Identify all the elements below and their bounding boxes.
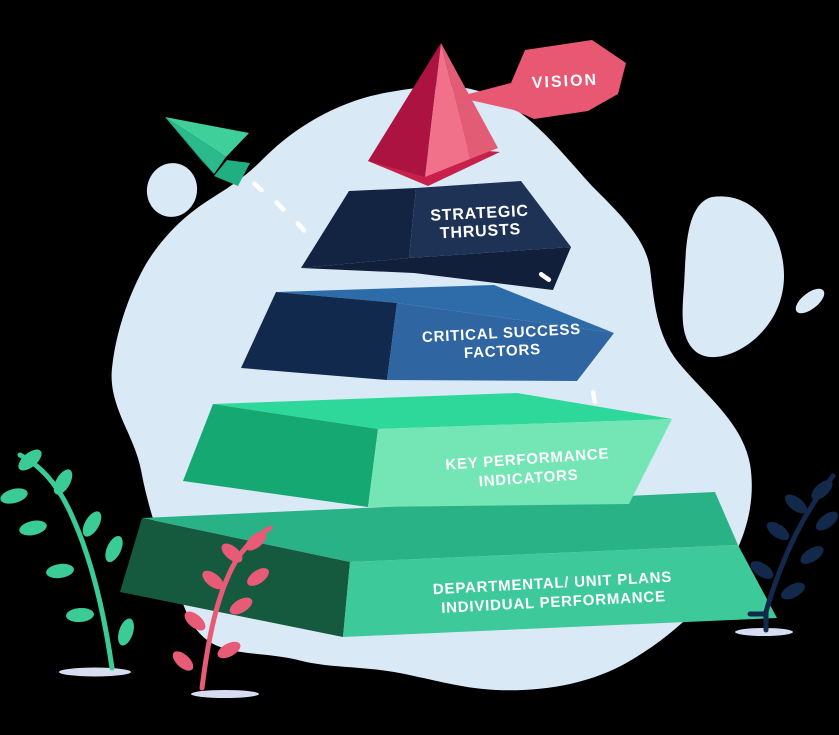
layer-label-csf-line2: FACTORS	[464, 341, 542, 362]
plant-left-green-icon	[0, 449, 134, 671]
tiny-blob-right	[795, 288, 825, 314]
pyramid-cap	[368, 43, 500, 186]
layer3-front-face	[368, 419, 672, 507]
cap-left-face	[368, 43, 441, 177]
layer4-left-face	[120, 518, 350, 637]
cap-right-face	[441, 43, 498, 159]
pyramid-layer-key-performance-indicators: KEY PERFORMANCE INDICATORS	[183, 393, 672, 507]
plane-lower-wing	[214, 160, 250, 186]
ground-line-center	[191, 690, 259, 698]
green-plant-stem	[17, 452, 115, 671]
plane-body	[165, 117, 226, 174]
cap-front-face	[425, 43, 470, 177]
trail-dash	[295, 221, 307, 233]
vision-bubble: VISION	[457, 40, 626, 119]
pyramid-layer-departmental-unit-plans: DEPARTMENTAL/ UNIT PLANS INDIVIDUAL PERF…	[120, 492, 777, 637]
plant-right-navy-icon	[747, 473, 838, 633]
small-blob-left	[146, 163, 198, 217]
layer1-front-face	[409, 181, 571, 258]
vision-bubble-shape	[457, 40, 626, 119]
layer4-top-face	[142, 492, 738, 562]
layer3-top-face	[213, 393, 672, 429]
paper-plane-icon	[165, 117, 250, 186]
layer4-front-face	[343, 545, 777, 637]
layer2-left-face	[241, 292, 397, 380]
trail-dash	[538, 272, 552, 282]
pyramid-layer-critical-success-factors: CRITICAL SUCCESS FACTORS	[241, 285, 614, 381]
plant-center-pink-icon	[172, 525, 273, 691]
plane-top-wing	[165, 117, 249, 157]
vision-label: VISION	[531, 71, 598, 91]
layer3-left-face	[183, 404, 378, 507]
layer1-left-face	[301, 188, 416, 268]
layer2-front-face	[387, 303, 614, 381]
layer1-bottom-face	[301, 247, 571, 290]
layer-label-strategic-line1: STRATEGIC	[430, 203, 529, 225]
trail-dash	[274, 200, 286, 212]
layer2-top-face	[276, 285, 614, 333]
pyramid-layer-strategic-thrusts: STRATEGIC THRUSTS	[301, 181, 571, 290]
plane-keel	[165, 117, 214, 174]
trail-dash	[252, 181, 264, 193]
dashed-trail	[252, 181, 598, 404]
ground-line-right	[735, 628, 793, 636]
small-blob-right	[682, 196, 785, 358]
layer-label-kpi-line2: INDICATORS	[478, 466, 579, 490]
ground-line-left	[59, 667, 131, 677]
trail-dash	[590, 390, 598, 404]
layer-label-strategic-line2: THRUSTS	[439, 221, 521, 242]
